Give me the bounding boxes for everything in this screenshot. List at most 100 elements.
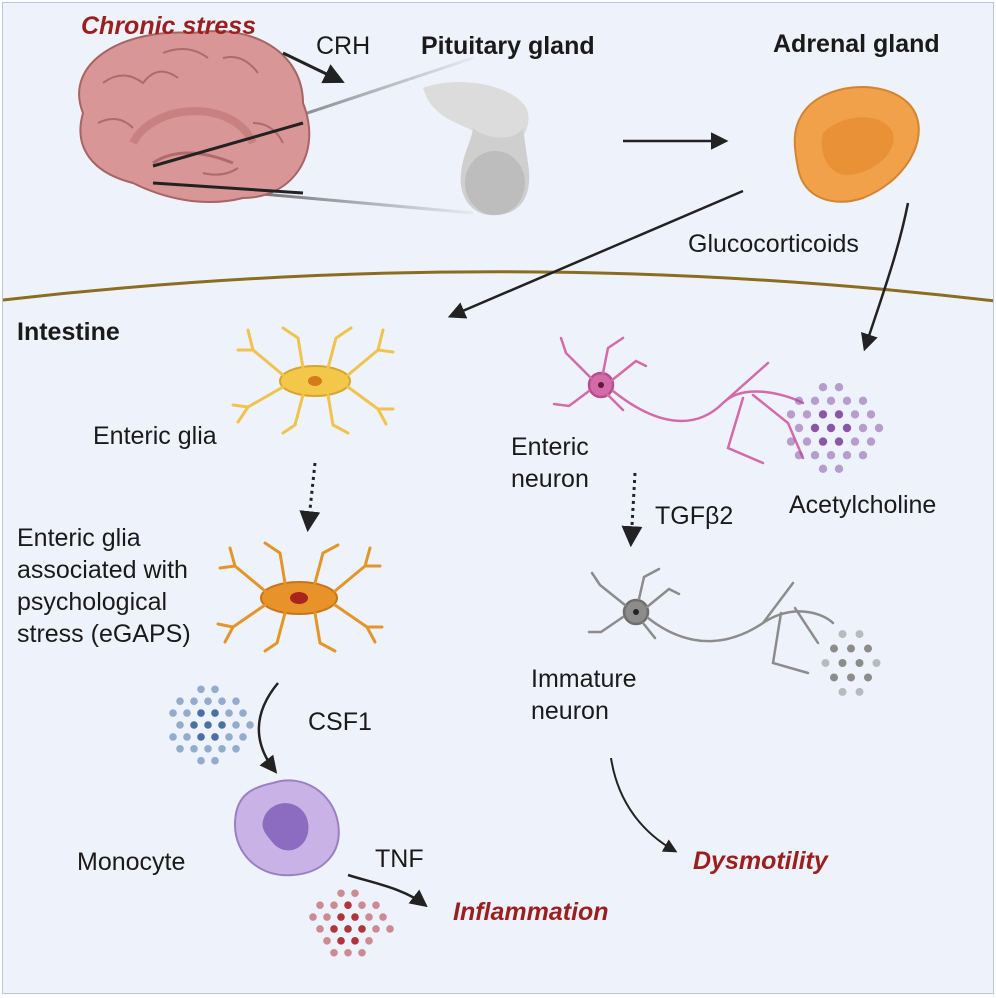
particle (190, 745, 198, 753)
particle (372, 901, 380, 909)
particle (866, 410, 876, 419)
immature-neuron-icon (587, 567, 835, 675)
particle (190, 697, 198, 705)
particle (351, 937, 359, 945)
particle (847, 644, 855, 653)
tnf-label: TNF (375, 845, 424, 873)
csf1-label: CSF1 (308, 708, 372, 736)
egaps-line-1: Enteric glia (17, 524, 141, 552)
monocyte-label: Monocyte (77, 848, 186, 876)
particle (232, 721, 240, 729)
egaps-label: Enteric glia associated with psychologic… (17, 522, 191, 650)
immature-neuron-particles (821, 630, 881, 696)
particle (866, 437, 876, 446)
chronic-stress-label: Chronic stress (81, 12, 257, 40)
particle (794, 451, 804, 460)
particle (344, 925, 352, 933)
particle (316, 901, 324, 909)
particle (225, 733, 233, 741)
particle (344, 948, 352, 957)
particle (176, 745, 184, 753)
particle (794, 396, 804, 405)
particle (176, 697, 184, 705)
particle (821, 659, 830, 667)
dysmotility-label: Dysmotility (693, 847, 828, 875)
acetylcholine-particles-icon (786, 383, 884, 473)
particle (218, 745, 226, 753)
particle (786, 410, 796, 419)
particle (204, 697, 212, 705)
particle (818, 464, 828, 473)
particle (818, 383, 828, 392)
particle (197, 685, 205, 694)
particle (232, 745, 240, 753)
particle (858, 423, 868, 433)
particle (323, 937, 331, 945)
particle (826, 396, 836, 405)
immature-neuron-label: Immature neuron (531, 663, 637, 727)
particle (358, 925, 366, 933)
particle (204, 745, 212, 753)
particle (834, 383, 844, 392)
particle (864, 644, 872, 653)
particle (211, 756, 219, 765)
pituitary-gland-label: Pituitary gland (421, 32, 595, 60)
particle (386, 925, 394, 933)
intestine-label: Intestine (17, 318, 120, 346)
glucocorticoids-label: Glucocorticoids (688, 230, 859, 258)
particle (330, 901, 338, 909)
particle (211, 733, 219, 741)
particle (330, 948, 338, 957)
tgfb2-label: TGFβ2 (655, 502, 734, 530)
particle (197, 756, 205, 765)
particle (351, 889, 359, 898)
particle (874, 423, 884, 433)
immature-neuron-line-2: neuron (531, 697, 609, 725)
particle (858, 451, 868, 460)
particle (818, 437, 828, 446)
particle (794, 423, 804, 433)
particle (855, 630, 864, 639)
particle (218, 697, 226, 705)
egaps-line-3: psychological (17, 588, 168, 616)
crh-label: CRH (316, 32, 371, 60)
egaps-line-4: stress (eGAPS) (17, 620, 191, 648)
particle (818, 410, 828, 419)
particle (246, 721, 254, 729)
enteric-neuron-line-2: neuron (511, 465, 589, 493)
particle (169, 733, 177, 741)
intestine-divider (3, 270, 993, 303)
particle (872, 659, 881, 667)
particle (197, 709, 205, 717)
particle (211, 709, 219, 717)
particle (330, 925, 338, 933)
acetylcholine-label: Acetylcholine (789, 491, 937, 519)
particle (842, 423, 852, 433)
particle (218, 721, 226, 729)
particle (211, 685, 219, 694)
particle (183, 733, 191, 741)
particle (810, 451, 820, 460)
particle (850, 410, 860, 419)
particle (834, 437, 844, 446)
particle (225, 709, 233, 717)
particle (204, 721, 212, 729)
particle (830, 644, 838, 653)
particle (239, 733, 247, 741)
particle (802, 437, 812, 446)
adrenal-gland-label: Adrenal gland (773, 30, 940, 58)
particle (358, 948, 366, 957)
enteric-neuron-label: Enteric neuron (511, 431, 589, 495)
particle (344, 901, 352, 909)
particle (838, 659, 847, 667)
particle (802, 410, 812, 419)
enteric-glia-label: Enteric glia (93, 422, 217, 450)
tnf-particles-icon (309, 889, 394, 957)
csf1-particles-icon (169, 685, 254, 765)
particle (842, 396, 852, 405)
particle (838, 687, 847, 696)
particle (337, 913, 345, 921)
particle (855, 687, 864, 696)
monocyte-icon (233, 779, 340, 877)
